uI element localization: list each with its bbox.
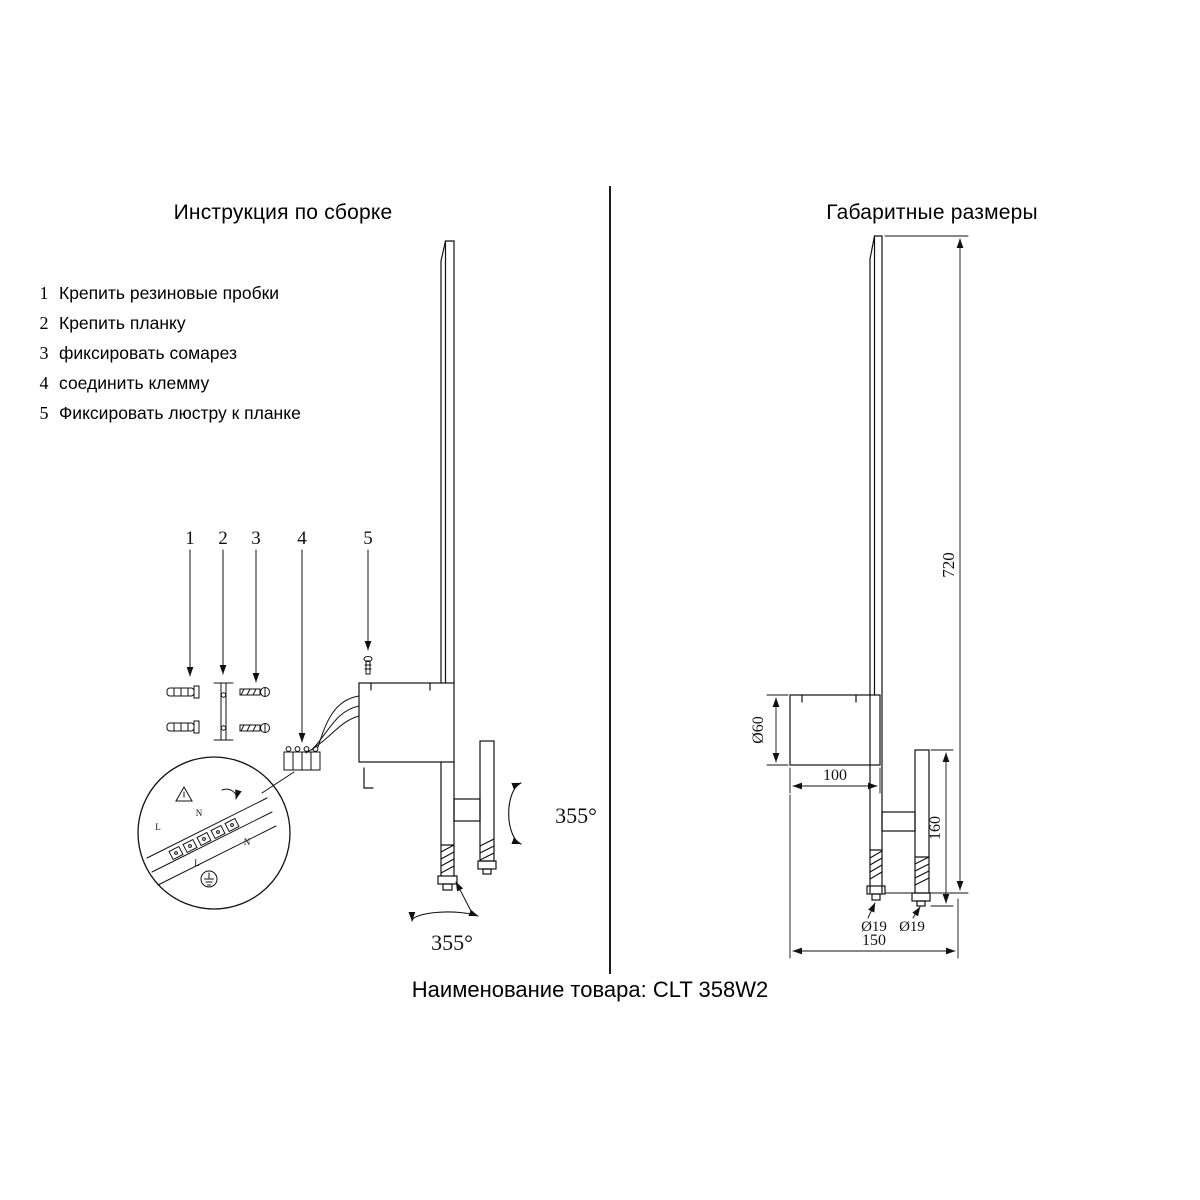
dim-body-diameter-label: Ø60 — [750, 716, 767, 744]
terminal-block — [283, 746, 321, 771]
wall-mount-body — [358, 682, 455, 763]
lamp-second-rod — [453, 740, 497, 875]
dim-rod-length-label: 160 — [927, 816, 944, 840]
screws — [239, 687, 270, 733]
callout-number-1: 1 — [185, 528, 195, 549]
step-text: Крепить планку — [59, 313, 186, 333]
terminal-label-n1: N — [196, 808, 203, 818]
rotation-arrows-side — [508, 782, 522, 845]
mounting-strip — [213, 682, 234, 741]
assembly-steps: 1 Крепить резиновые пробки 2 Крепить пла… — [36, 283, 301, 433]
dim-base-width-label: 150 — [862, 932, 886, 949]
divider-line — [609, 186, 611, 974]
rotation-leader-bottom — [455, 881, 473, 914]
step-item: 5 Фиксировать люстру к планке — [36, 403, 301, 433]
wires — [305, 695, 360, 754]
step-item: 3 фиксировать сомарез — [36, 343, 301, 373]
step-text: Крепить резиновые пробки — [59, 283, 280, 303]
rotation-angle-side-label: 355° — [555, 803, 597, 828]
dim-tube-diameter-left-label: Ø19 — [861, 919, 887, 935]
step-number: 5 — [39, 403, 49, 423]
callout-number-5: 5 — [363, 528, 373, 549]
wiring-detail-circle — [137, 756, 291, 910]
rotation-angle-bottom-label: 355° — [431, 930, 473, 955]
detail-leader-line — [261, 771, 295, 794]
wall-mount-body-dim — [789, 694, 881, 766]
step-number: 2 — [39, 313, 49, 333]
product-name: Наименование товара: CLT 358W2 — [411, 977, 769, 1002]
right-section-title: Габаритные размеры — [826, 201, 1038, 224]
step-item: 4 соединить клемму — [36, 373, 301, 403]
left-assembly-drawing — [137, 240, 522, 922]
step-text: фиксировать сомарез — [59, 343, 238, 363]
step-number: 3 — [39, 343, 49, 363]
rubber-dowels — [166, 685, 200, 734]
lamp-bar-lower-joint — [437, 761, 458, 891]
dimension-lines — [766, 235, 969, 959]
terminal-label-l1: L — [155, 822, 161, 832]
dim-tube-diameter-right-label: Ø19 — [899, 919, 925, 935]
lamp-main-bar-dim — [866, 235, 886, 901]
dim-body-width-label: 100 — [823, 767, 847, 784]
fixing-screw — [363, 656, 373, 675]
step-item: 2 Крепить планку — [36, 313, 301, 343]
warning-triangle-icon — [175, 785, 193, 802]
l-bracket — [363, 767, 374, 789]
step-number: 4 — [39, 373, 49, 393]
terminal-label-l2: L — [194, 858, 200, 868]
callout-number-4: 4 — [297, 528, 307, 549]
callout-number-2: 2 — [218, 528, 228, 549]
callout-lines — [186, 549, 372, 743]
lamp-second-rod-dim — [881, 749, 931, 907]
step-text: Фиксировать люстру к планке — [59, 403, 301, 423]
step-item: 1 Крепить резиновые пробки — [36, 283, 301, 313]
rotation-arrows-bottom — [408, 909, 479, 922]
step-text: соединить клемму — [59, 373, 210, 393]
dim-total-height-label: 720 — [939, 552, 958, 578]
ground-symbol-icon — [200, 870, 218, 888]
callout-number-3: 3 — [251, 528, 261, 549]
left-section-title: Инструкция по сборке — [173, 201, 393, 224]
lamp-main-bar — [440, 240, 455, 684]
step-number: 1 — [39, 283, 49, 303]
terminal-label-n2: N — [244, 837, 251, 847]
right-dimension-drawing — [766, 235, 969, 959]
